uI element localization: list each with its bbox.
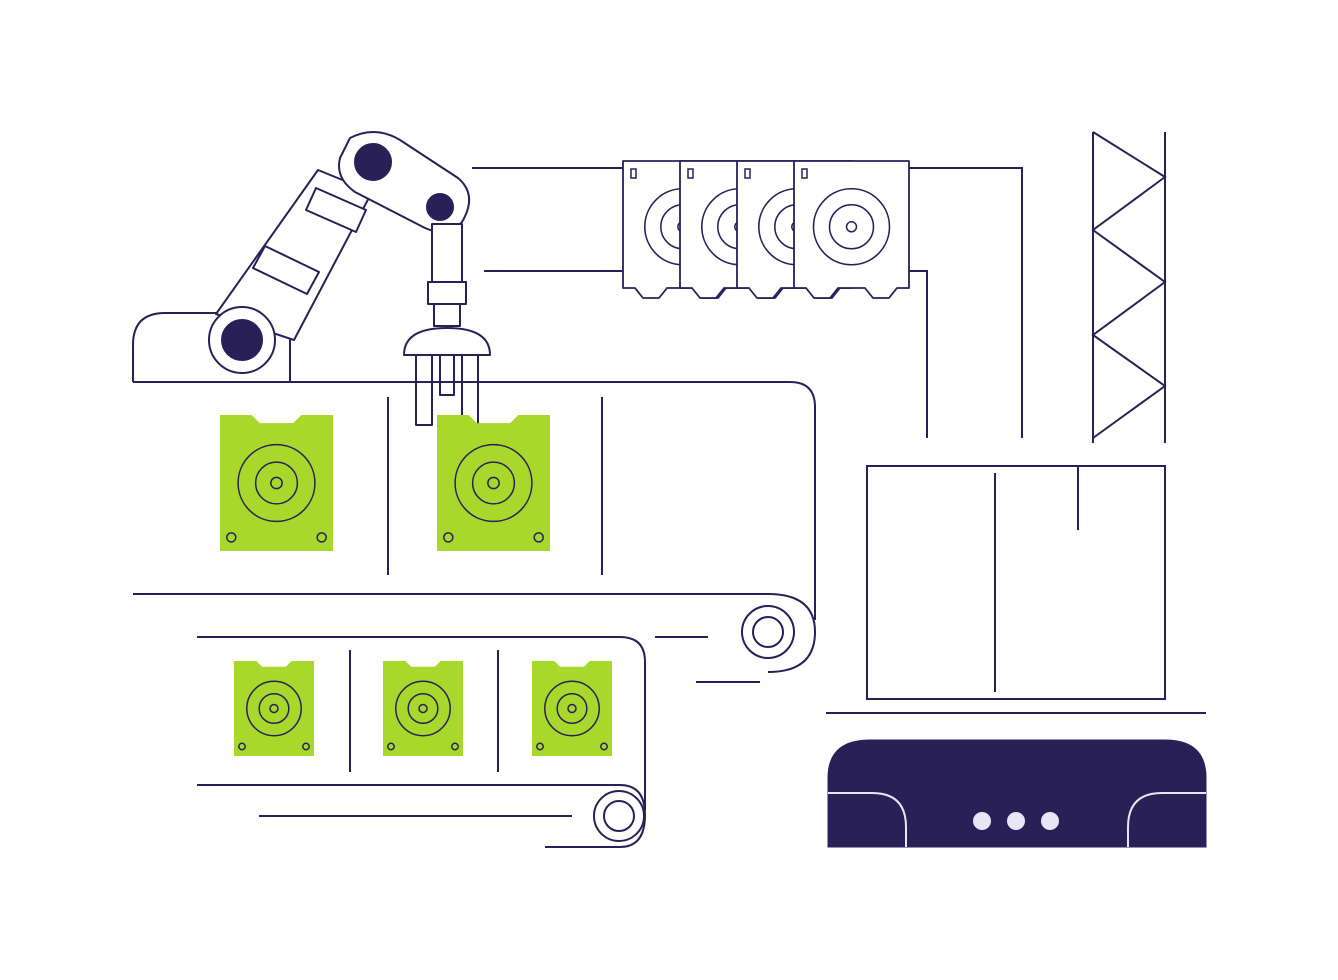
robot-lower-arm-band bbox=[252, 245, 320, 295]
agv-cart-left-wheel-arch bbox=[828, 792, 907, 847]
lower-conveyor-belt-top bbox=[197, 636, 646, 810]
shipping-box-body bbox=[866, 465, 1166, 700]
hard-drive-body bbox=[383, 661, 463, 756]
hard-drive-outline bbox=[793, 160, 910, 299]
hard-drive-green bbox=[383, 661, 463, 756]
hard-drive-screw bbox=[387, 742, 395, 751]
robot-gripper-finger-right bbox=[461, 354, 479, 426]
hard-drive-body bbox=[437, 415, 550, 551]
agv-cart-light-3 bbox=[1041, 812, 1059, 830]
hard-drive-green bbox=[532, 661, 612, 756]
hard-drive-outline-platter bbox=[812, 187, 891, 266]
robot-wrist-collar-lower bbox=[433, 303, 461, 327]
upper-conveyor-roller-outer bbox=[741, 605, 795, 659]
green-drives bbox=[220, 415, 612, 756]
hard-drive-green bbox=[437, 415, 550, 551]
hard-drive-spindle bbox=[487, 476, 500, 490]
hard-drive-body bbox=[532, 661, 612, 756]
hard-drive-screw bbox=[226, 532, 237, 543]
robot-elbow-joint bbox=[354, 143, 392, 181]
truss-zigzag bbox=[1091, 131, 1167, 439]
hard-drive-platter bbox=[246, 680, 302, 737]
hard-drive-screw bbox=[533, 532, 544, 543]
robot-wrist-joint bbox=[426, 193, 454, 221]
overhead-rail-upper bbox=[472, 167, 1023, 438]
hard-drive-body bbox=[220, 415, 333, 551]
overhead-rail-lower bbox=[484, 270, 928, 438]
upper-conveyor-roller-housing bbox=[767, 593, 817, 673]
hard-drive-spindle bbox=[270, 476, 283, 490]
hard-drive-outline-platter-inner bbox=[828, 204, 875, 250]
agv-cart bbox=[827, 739, 1207, 848]
robot-forearm bbox=[431, 223, 463, 283]
hard-drive-platter-inner bbox=[471, 461, 516, 505]
hard-drive-body bbox=[234, 661, 314, 756]
hard-drive-screw bbox=[443, 532, 454, 543]
robot-upper-band bbox=[305, 187, 367, 233]
lower-conveyor-roller-outer bbox=[593, 790, 645, 842]
hard-drive-platter-inner bbox=[407, 692, 439, 725]
agv-cart-light-1 bbox=[973, 812, 991, 830]
hard-drive-screw bbox=[600, 742, 608, 751]
hard-drive-platter bbox=[237, 443, 316, 523]
overhead-rail bbox=[472, 167, 1023, 438]
hard-drive-screw bbox=[302, 742, 310, 751]
robot-shoulder-joint bbox=[221, 319, 263, 361]
lower-conveyor-roller-housing bbox=[545, 784, 647, 848]
lower-conveyor bbox=[197, 636, 647, 848]
robot-gripper-finger-center bbox=[439, 354, 455, 396]
hard-drive-outline-body bbox=[793, 160, 910, 299]
hard-drive-platter-inner bbox=[254, 461, 299, 505]
hard-drive-platter bbox=[544, 680, 600, 737]
outline-drives bbox=[622, 160, 910, 299]
hard-drive-platter-inner bbox=[556, 692, 588, 725]
shipping-box bbox=[826, 465, 1206, 714]
hard-drive-green bbox=[234, 661, 314, 756]
hard-drive-screw bbox=[316, 532, 327, 543]
upper-conveyor bbox=[133, 381, 817, 683]
agv-cart-right-wheel-arch bbox=[1127, 792, 1206, 847]
hard-drive-outline-notch bbox=[801, 168, 808, 179]
hard-drive-spindle bbox=[418, 703, 428, 714]
lower-conveyor-roller-inner bbox=[603, 800, 635, 832]
hard-drive-spindle bbox=[269, 703, 279, 714]
truss bbox=[1091, 131, 1167, 443]
agv-cart-light-2 bbox=[1007, 812, 1025, 830]
robot-arm bbox=[132, 131, 491, 426]
hard-drive-outline-notch bbox=[630, 168, 637, 179]
hard-drive-outline-notch bbox=[687, 168, 694, 179]
hard-drive-platter bbox=[395, 680, 451, 737]
hard-drive-platter bbox=[454, 443, 533, 523]
hard-drive-screw bbox=[451, 742, 459, 751]
upper-conveyor-belt-top bbox=[133, 381, 816, 620]
hard-drive-screw bbox=[238, 742, 246, 751]
hard-drive-platter-inner bbox=[258, 692, 290, 725]
hard-drive-green bbox=[220, 415, 333, 551]
hard-drive-spindle bbox=[567, 703, 577, 714]
robot-wrist-collar bbox=[427, 281, 467, 305]
agv-cart-body bbox=[827, 739, 1207, 848]
hard-drive-screw bbox=[536, 742, 544, 751]
robot-gripper-finger-left bbox=[415, 354, 433, 426]
robot-gripper-head bbox=[403, 327, 491, 356]
hard-drive-outline-spindle bbox=[845, 221, 858, 233]
upper-conveyor-roller-inner bbox=[752, 616, 784, 648]
hard-drive-outline-notch bbox=[744, 168, 751, 179]
